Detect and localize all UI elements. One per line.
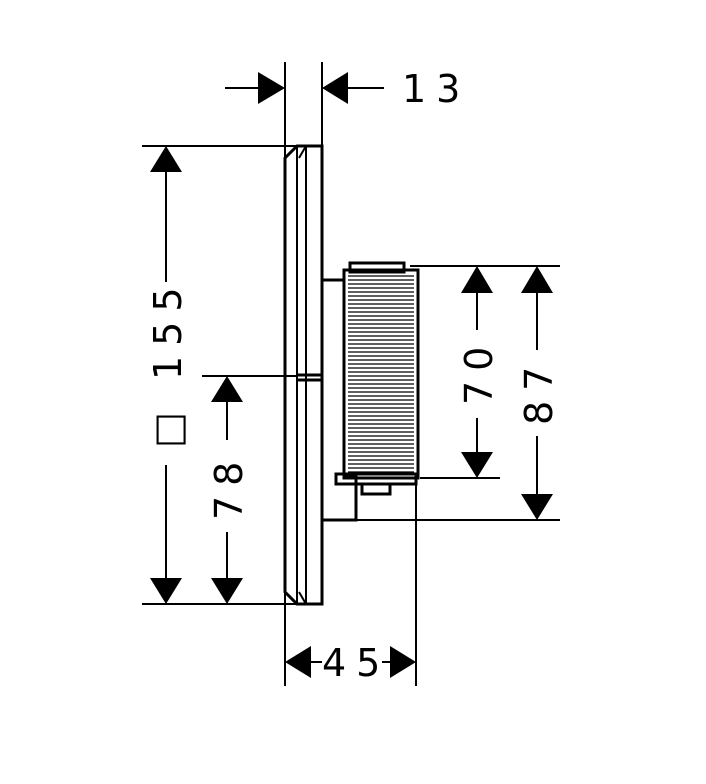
dimension-155: □ 155 xyxy=(146,146,190,604)
dimension-70: 70 xyxy=(457,266,501,478)
dimension-87: 87 xyxy=(517,266,561,520)
extension-lines xyxy=(142,62,560,686)
dimension-87-label: 87 xyxy=(517,357,561,425)
dimension-155-label: □ 155 xyxy=(146,277,190,448)
dimension-45: 45 xyxy=(285,641,416,685)
dimension-13: 13 xyxy=(225,67,470,111)
knurled-knob xyxy=(334,261,420,496)
dimension-13-label: 13 xyxy=(402,67,470,111)
dimension-78-label: 78 xyxy=(207,452,251,520)
dimension-78: 78 xyxy=(207,376,251,604)
mounting-body xyxy=(322,278,358,522)
dimension-45-label: 45 xyxy=(322,641,390,685)
dimension-70-label: 70 xyxy=(457,337,501,405)
